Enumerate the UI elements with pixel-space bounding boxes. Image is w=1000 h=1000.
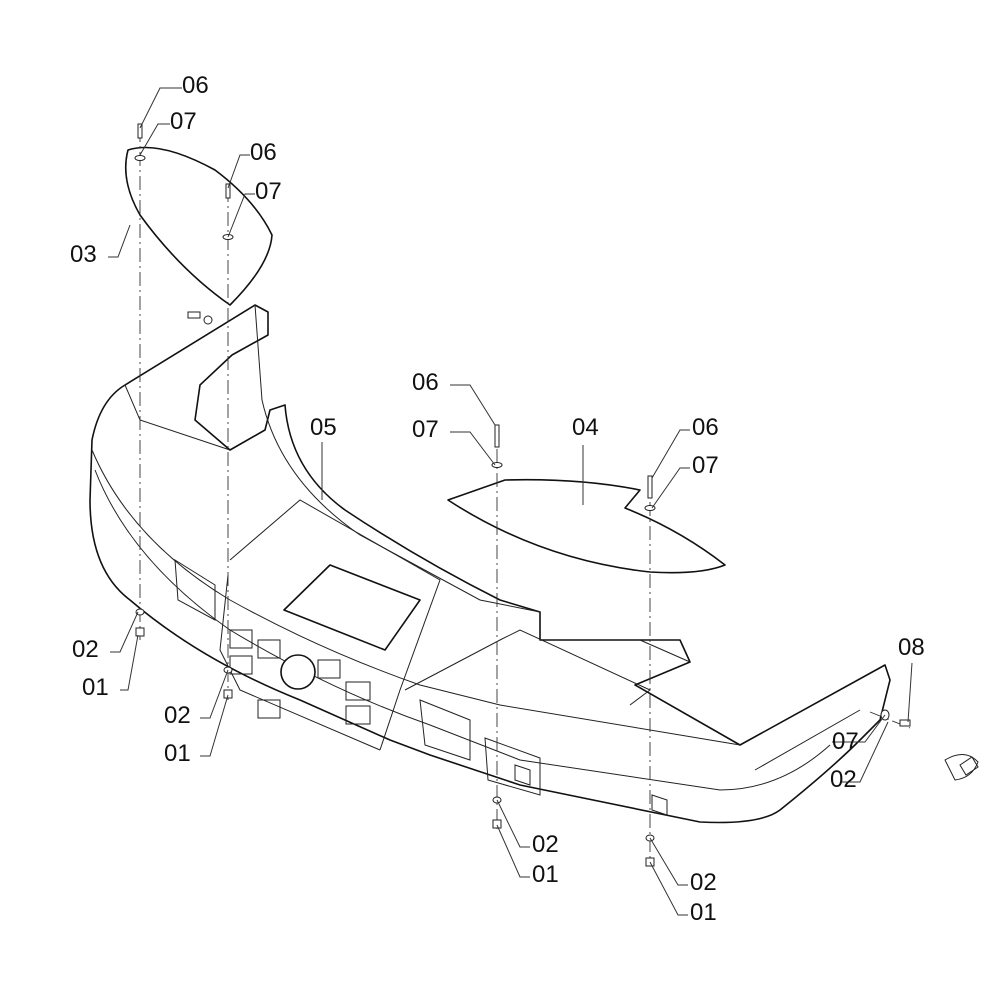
callout-02: 02	[830, 766, 857, 793]
fasteners	[134, 123, 911, 867]
callout-07: 07	[170, 108, 197, 135]
callout-01: 01	[690, 899, 717, 926]
callout-02: 02	[532, 831, 559, 858]
callout-06: 06	[182, 72, 209, 99]
callout-01: 01	[532, 861, 559, 888]
callout-06: 06	[250, 139, 277, 166]
callout-08: 08	[898, 634, 925, 661]
callout-05: 05	[310, 414, 337, 441]
panel-03	[124, 146, 273, 306]
panel-04	[447, 478, 726, 574]
callout-06: 06	[692, 414, 719, 441]
callout-03: 03	[70, 241, 97, 268]
callout-01: 01	[164, 740, 191, 767]
callout-07: 07	[255, 178, 282, 205]
callout-02: 02	[690, 869, 717, 896]
callout-06: 06	[412, 369, 439, 396]
callout-02: 02	[72, 636, 99, 663]
callout-07: 07	[832, 728, 859, 755]
callout-07: 07	[692, 452, 719, 479]
bumper-05	[89, 304, 979, 824]
callout-02: 02	[164, 702, 191, 729]
callout-01: 01	[82, 674, 109, 701]
callout-04: 04	[572, 414, 599, 441]
callout-07: 07	[412, 416, 439, 443]
leader-lines	[108, 87, 913, 916]
